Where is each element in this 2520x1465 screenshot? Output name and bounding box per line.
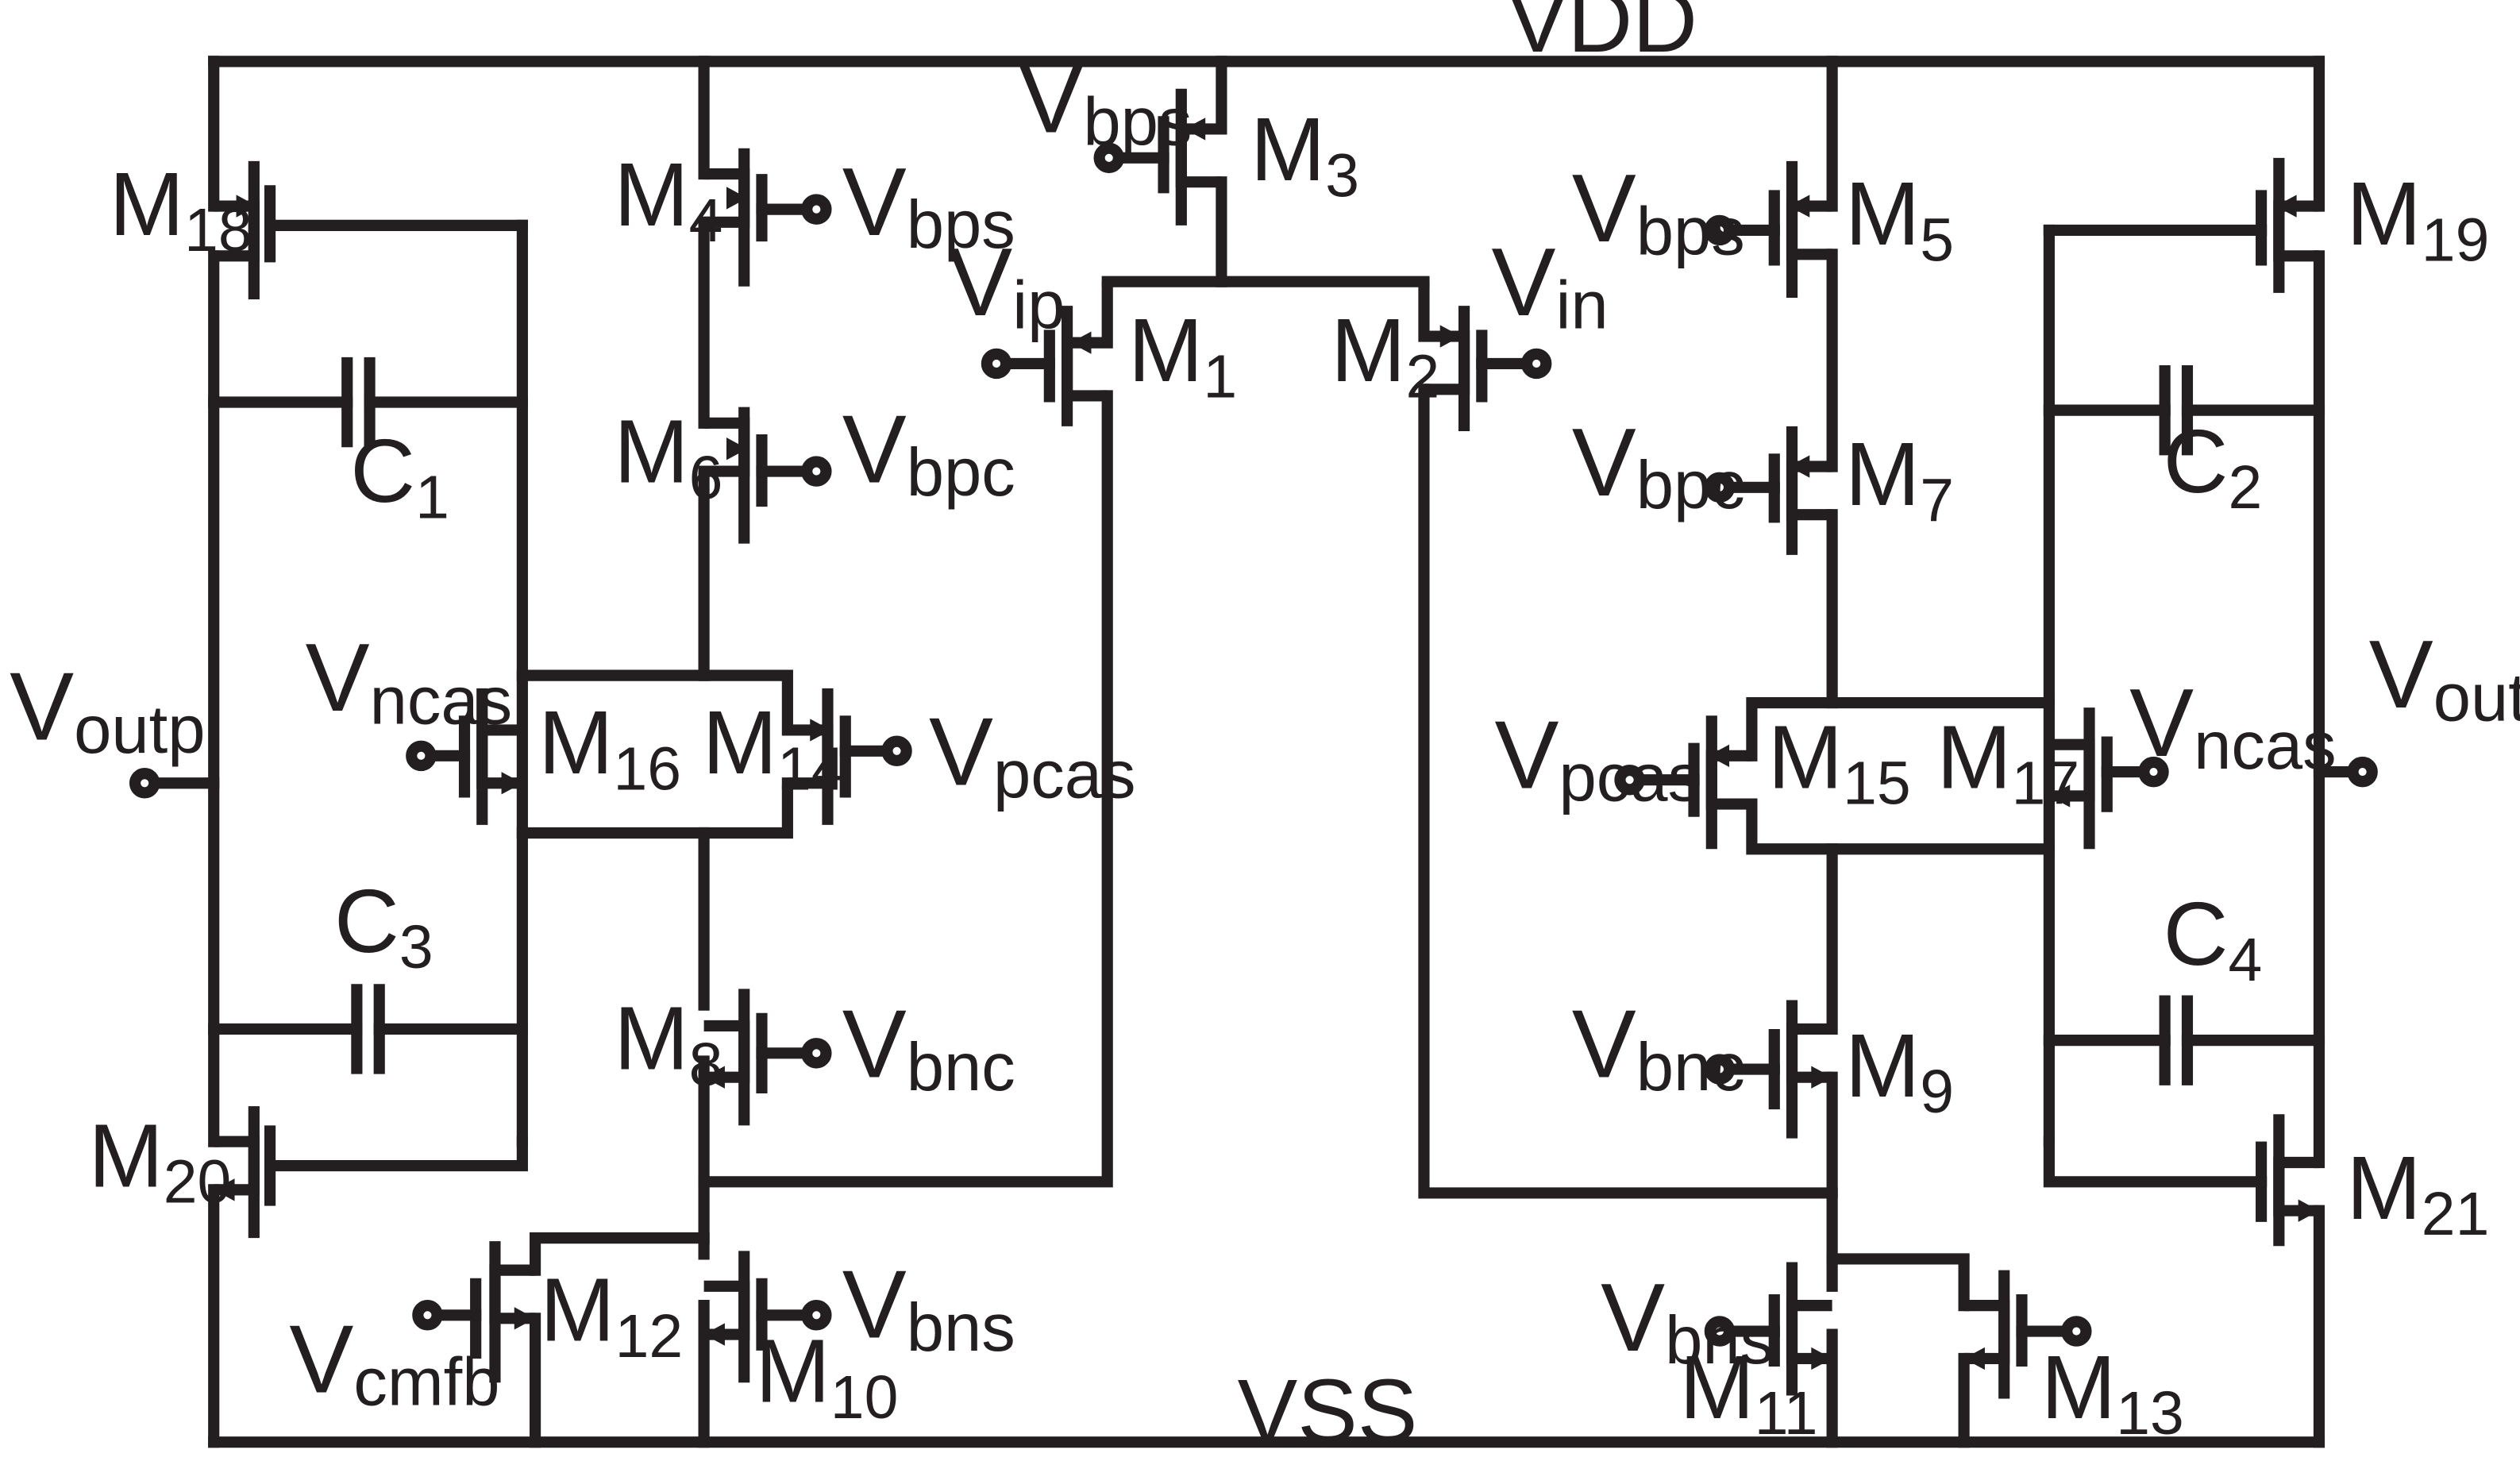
label-m9: M9 xyxy=(1845,1016,1954,1126)
transistor-m15 xyxy=(1614,715,1752,850)
label-m13: M13 xyxy=(2041,1337,2184,1448)
transistor-m10 xyxy=(703,1251,832,1383)
transistor-m5 xyxy=(1704,160,1832,298)
label-m14: M14 xyxy=(703,692,846,803)
label-voutn: Voutn xyxy=(2369,620,2520,735)
transistor-m20 xyxy=(214,1106,528,1239)
label-vbps-m5: Vbps xyxy=(1572,154,1745,269)
label-vncas-right: Vncas xyxy=(2129,669,2337,784)
left-cascode-bottom-wire xyxy=(516,777,793,839)
label-m7: M7 xyxy=(1845,424,1954,534)
transistor-m9 xyxy=(1704,1000,1832,1139)
label-vbpc-m6: Vbpc xyxy=(842,395,1015,511)
label-m1: M1 xyxy=(1128,300,1237,411)
capacitor-c1 xyxy=(208,357,528,448)
label-vbnc-m9: Vbnc xyxy=(1572,990,1745,1105)
label-c3: C3 xyxy=(334,871,433,981)
label-m20: M20 xyxy=(88,1105,231,1216)
vss-label: VSS xyxy=(1238,1361,1418,1462)
transistor-m16 xyxy=(406,688,522,825)
label-vbns-m10: Vbns xyxy=(842,1251,1015,1366)
outp-terminal xyxy=(129,768,160,799)
label-m5: M5 xyxy=(1845,164,1954,274)
label-vbpc-m7: Vbpc xyxy=(1572,408,1745,523)
right-cascode-bottom-wire xyxy=(1746,798,2055,855)
label-m3: M3 xyxy=(1250,99,1359,210)
capacitor-c2 xyxy=(2043,364,2325,456)
label-m21: M21 xyxy=(2346,1138,2489,1248)
label-c1: C1 xyxy=(350,421,449,531)
label-m15: M15 xyxy=(1768,707,1911,817)
label-m6: M6 xyxy=(614,402,722,512)
label-vcmfb: Vcmfb xyxy=(289,1305,499,1420)
transistor-m13 xyxy=(1826,1253,2092,1448)
transistor-m6 xyxy=(703,407,832,544)
transistor-m4 xyxy=(703,148,832,287)
label-m19: M19 xyxy=(2346,164,2489,274)
label-c2: C2 xyxy=(2164,411,2263,522)
capacitor-c3 xyxy=(208,984,528,1074)
label-m11: M11 xyxy=(1679,1337,1817,1448)
transistor-m19 xyxy=(2043,157,2319,293)
label-m8: M8 xyxy=(614,989,722,1099)
label-voutp: Voutp xyxy=(10,653,205,768)
transistor-m3 xyxy=(1093,56,1227,287)
label-vin: Vin xyxy=(1491,228,1608,343)
transistor-m18 xyxy=(214,160,528,299)
label-vpcas-left: Vpcas xyxy=(929,697,1136,812)
transistor-m7 xyxy=(1704,426,1832,555)
label-vbps-m4: Vbps xyxy=(842,148,1015,263)
label-m16: M16 xyxy=(538,692,681,803)
right-fold-wire xyxy=(1418,384,1838,1199)
left-cascode-top-wire xyxy=(516,669,793,736)
capacitor-c4 xyxy=(2043,995,2325,1085)
transistor-m12 xyxy=(412,1232,710,1448)
outn-terminal xyxy=(2347,756,2378,788)
label-m2: M2 xyxy=(1331,300,1439,411)
transistor-m11 xyxy=(1704,1262,1832,1396)
right-cascode-top-wire xyxy=(1746,696,2055,1147)
label-m18: M18 xyxy=(110,154,252,264)
transistor-m14 xyxy=(787,688,912,825)
label-vncas-left: Vncas xyxy=(306,623,513,738)
label-m17: M17 xyxy=(1936,707,2079,817)
left-fold-wire xyxy=(698,390,1113,1188)
label-vbnc-m8: Vbnc xyxy=(842,990,1015,1105)
transistor-m17 xyxy=(2048,707,2169,850)
label-vip: Vip xyxy=(948,228,1065,343)
label-m12: M12 xyxy=(540,1260,683,1371)
label-vbps-m3: Vbps xyxy=(1019,44,1192,160)
label-vpcas-right: Vpcas xyxy=(1495,700,1702,815)
transistor-m1 xyxy=(981,281,1113,426)
transistor-m21 xyxy=(2043,1114,2319,1247)
vdd-label: VDD xyxy=(1508,0,1697,71)
label-m4: M4 xyxy=(614,145,722,255)
label-m10: M10 xyxy=(755,1321,898,1432)
label-vbns-m11: Vbns xyxy=(1601,1263,1774,1378)
transistor-m8 xyxy=(703,989,832,1126)
transistor-m2 xyxy=(1418,281,1552,431)
label-c4: C4 xyxy=(2164,884,2263,994)
